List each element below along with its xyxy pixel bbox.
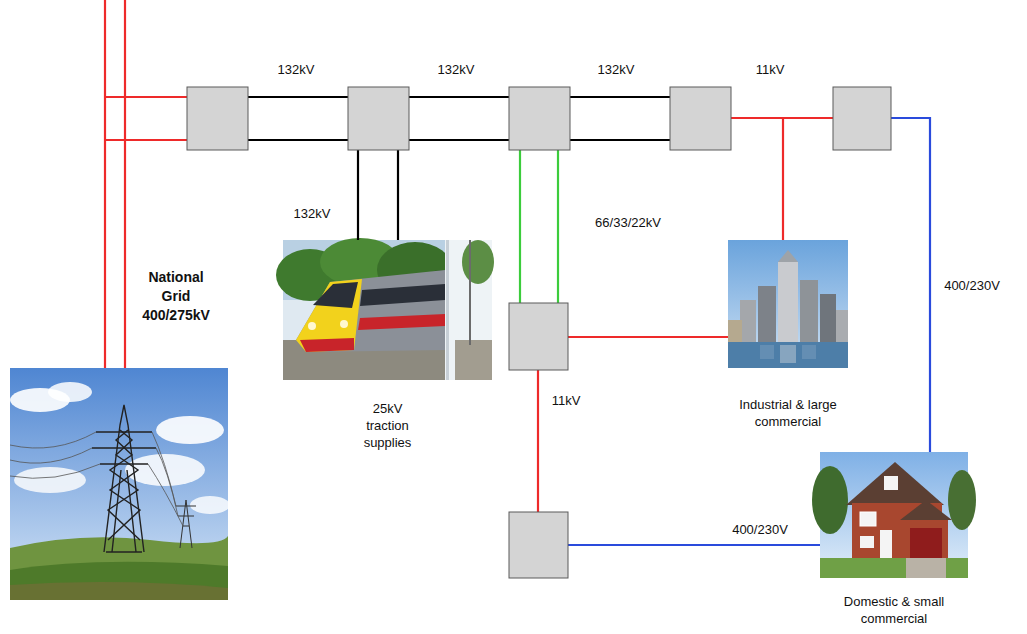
picture-caption: Industrial & large commercial [726,396,851,430]
grid-lines [105,0,833,512]
voltage-label: 132kV [294,206,331,222]
voltage-label: 11kV [756,62,785,78]
picture-node: Industrial & large commercial [728,240,848,368]
low-voltage-lines [568,118,930,545]
house-photo [812,452,976,578]
picture-node: Domestic & small commercial [820,452,968,578]
grid-label: National Grid 400/275kV [136,268,216,325]
substation-box [187,87,891,578]
voltage-label: 132kV [438,62,475,78]
voltage-label: 132kV [278,62,315,78]
picture-caption: 25kV traction supplies [352,400,424,451]
voltage-label: 66/33/22kV [595,215,661,231]
sub-transmission-lines [520,150,558,303]
voltage-label: 400/230V [944,278,1000,294]
pylon-photo [10,368,230,600]
train-photo [276,238,494,380]
132kv-lines [248,97,670,240]
picture-caption: Domestic & small commercial [834,593,954,627]
voltage-label: 132kV [598,62,635,78]
voltage-label: 11kV [552,393,581,409]
voltage-label: 400/230V [732,522,788,538]
picture-node: 25kV traction supplies [283,240,492,380]
city-photo [728,240,848,368]
